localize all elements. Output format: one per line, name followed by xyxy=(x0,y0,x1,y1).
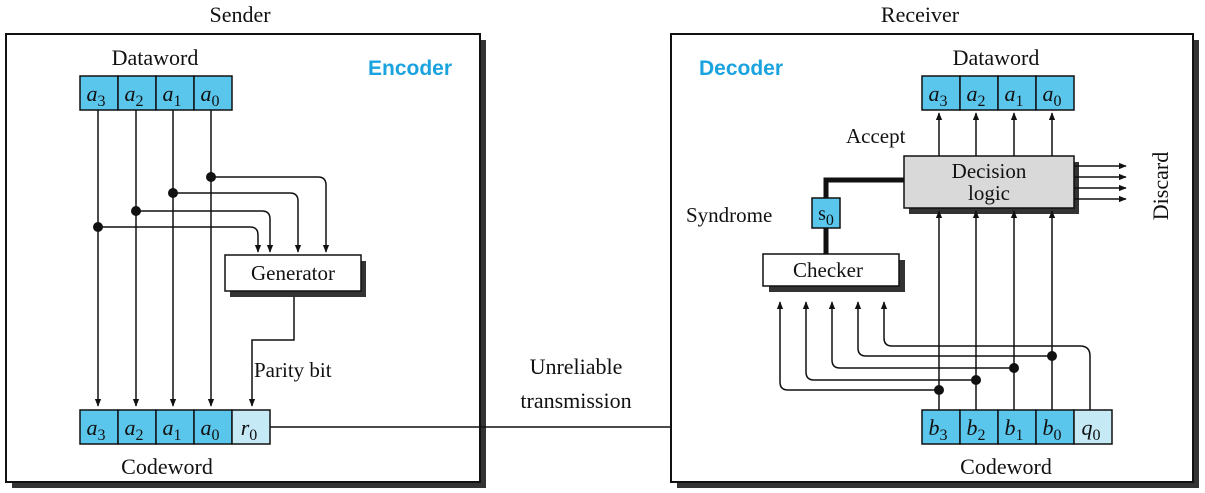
receiver-codeword-bit: b3 xyxy=(929,415,948,444)
tap-b3 xyxy=(776,301,939,391)
encoder-label: Encoder xyxy=(368,57,452,80)
junction-dot xyxy=(168,188,178,198)
sender-codeword: a3 a2 a1 a0 r0 xyxy=(79,409,271,445)
checker-tap-wires xyxy=(776,301,1091,410)
tap-b2 xyxy=(802,301,976,381)
sender-codeword-bit: a0 xyxy=(201,415,220,444)
tap-b1 xyxy=(828,301,1014,369)
receiver-codeword-bit: b0 xyxy=(1043,415,1062,444)
receiver-parity-cell xyxy=(1073,409,1113,445)
sender-dataword-bit: a0 xyxy=(201,81,220,110)
junction-dot xyxy=(93,222,103,232)
receiver-dataword-bit: a1 xyxy=(1005,81,1024,110)
sender-codeword-bit: a2 xyxy=(125,415,144,444)
tap-a3 xyxy=(98,226,262,253)
sender-codeword-cell xyxy=(193,409,233,445)
syndrome-label: Syndrome xyxy=(686,203,772,227)
tap-a1 xyxy=(173,192,302,253)
sender-dataword-bit: a2 xyxy=(125,81,144,110)
junction-dot xyxy=(206,172,216,182)
accept-label: Accept xyxy=(846,124,906,148)
sender-codeword-label: Codeword xyxy=(121,454,213,479)
accept-wires xyxy=(935,112,1056,156)
sender-dataword-cell xyxy=(193,75,233,111)
receiver-tap-dots xyxy=(934,351,1057,395)
receiver-dataword: a3 a2 a1 a0 xyxy=(921,75,1075,111)
receiver-title: Receiver xyxy=(881,2,960,27)
sender-codeword-bit: a3 xyxy=(87,415,106,444)
sender-dataword-cell xyxy=(79,75,119,111)
receiver-dataword-bit: a2 xyxy=(967,81,986,110)
sender-dataword-bit: a1 xyxy=(163,81,182,110)
receiver-codeword-bit: q0 xyxy=(1082,415,1101,444)
checker-label: Checker xyxy=(793,258,863,282)
discard-wires xyxy=(1074,162,1127,203)
decision-logic-box xyxy=(903,155,1075,209)
sender-data-wires xyxy=(94,110,330,407)
receiver-dataword-label: Dataword xyxy=(953,45,1040,70)
sender-codeword-cell xyxy=(155,409,195,445)
receiver-dataword-cell xyxy=(997,75,1037,111)
decision-logic-label-line2: logic xyxy=(968,181,1010,205)
parity-wire xyxy=(248,290,295,407)
parity-bit-label: Parity bit xyxy=(254,358,332,382)
sender-title: Sender xyxy=(209,2,271,27)
tap-b0 xyxy=(854,301,1052,357)
receiver-codeword-cell xyxy=(959,409,999,445)
receiver-codeword-bit: b2 xyxy=(967,415,986,444)
sender-dataword: a3 a2 a1 a0 xyxy=(79,75,233,111)
junction-dot xyxy=(934,385,944,395)
receiver-dataword-cell xyxy=(1035,75,1075,111)
receiver-codeword-cell xyxy=(997,409,1037,445)
junction-dot xyxy=(1047,351,1057,361)
sender-dataword-cell xyxy=(117,75,157,111)
receiver-dataword-bit: a3 xyxy=(929,81,948,110)
decision-logic-label-line1: Decision xyxy=(952,159,1027,183)
tap-a2 xyxy=(136,210,274,253)
tap-a0 xyxy=(211,176,330,253)
sender-codeword-bit: a1 xyxy=(163,415,182,444)
syndrome-to-decision-wire xyxy=(823,177,904,198)
sender-codeword-cell xyxy=(79,409,119,445)
channel-label-line2: transmission xyxy=(520,388,631,413)
syndrome-bit: s0 xyxy=(818,203,834,229)
receiver-dataword-cell xyxy=(959,75,999,111)
receiver-codeword-bit: b1 xyxy=(1005,415,1024,444)
junction-dot xyxy=(1009,363,1019,373)
receiver-dataword-cell xyxy=(921,75,961,111)
receiver-codeword-label: Codeword xyxy=(960,454,1052,479)
decoder-label: Decoder xyxy=(699,57,783,80)
receiver-codeword: b3 b2 b1 b0 q0 xyxy=(921,409,1113,445)
receiver-dataword-bit: a0 xyxy=(1043,81,1062,110)
checker-box xyxy=(762,253,900,287)
discard-label: Discard xyxy=(1148,152,1173,220)
junction-dot xyxy=(971,375,981,385)
sender-tap-dots xyxy=(93,172,216,232)
sender-dataword-label: Dataword xyxy=(112,45,199,70)
sender-dataword-bit: a3 xyxy=(87,81,106,110)
generator-label: Generator xyxy=(251,261,335,285)
junction-dot xyxy=(131,206,141,216)
generator-box xyxy=(224,254,362,292)
channel-label-line1: Unreliable xyxy=(530,354,623,379)
tap-q0 xyxy=(880,301,1091,410)
sender-dataword-cell xyxy=(155,75,195,111)
sender-codeword-bit: r0 xyxy=(241,415,258,444)
